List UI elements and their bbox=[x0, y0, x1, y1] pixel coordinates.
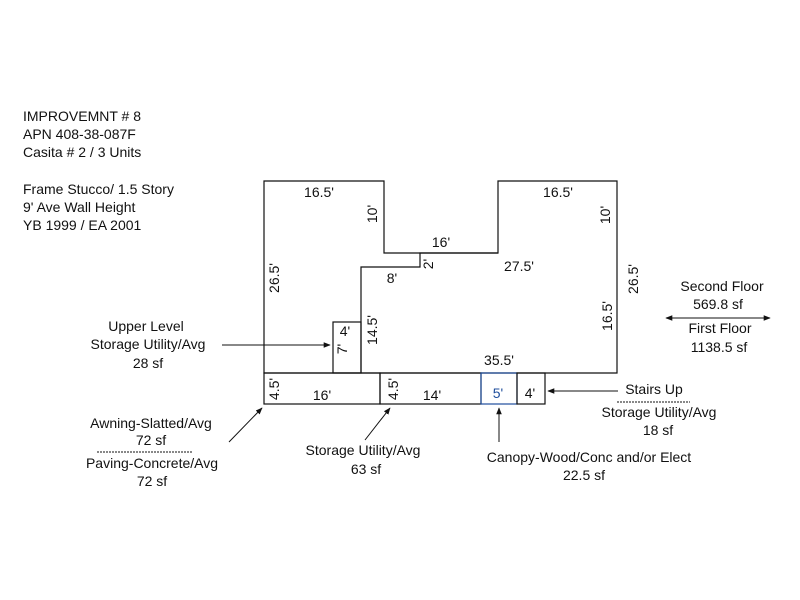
stairs-storage-area: 18 sf bbox=[643, 422, 673, 438]
dim-storage-utility-width: 14' bbox=[423, 387, 441, 403]
dim-storage-depth: 7' bbox=[334, 344, 350, 354]
first-floor-area: 1138.5 sf bbox=[691, 339, 748, 355]
dim-right-height-lower: 16.5' bbox=[599, 301, 615, 331]
dim-top-right-width: 16.5' bbox=[543, 184, 573, 200]
dim-stairs-width: 4' bbox=[525, 385, 535, 401]
storage-area: 63 sf bbox=[351, 461, 381, 477]
paving-area: 72 sf bbox=[137, 473, 167, 489]
second-floor-label: Second Floor bbox=[680, 278, 764, 294]
dim-awning-width: 16' bbox=[313, 387, 331, 403]
upper-storage-type: Storage Utility/Avg bbox=[91, 336, 206, 352]
dim-mid-run: 27.5' bbox=[504, 258, 534, 274]
storage-leader bbox=[364, 407, 391, 441]
apn-number: APN 408-38-087F bbox=[23, 126, 136, 142]
dim-left-height: 26.5' bbox=[266, 263, 282, 293]
construction-type: Frame Stucco/ 1.5 Story bbox=[23, 181, 174, 197]
stairs-label: Stairs Up bbox=[625, 381, 683, 397]
improvement-number: IMPROVEMNT # 8 bbox=[23, 108, 141, 124]
second-floor-line bbox=[360, 252, 498, 373]
dim-canopy-width: 5' bbox=[493, 385, 503, 401]
dim-top-left-width: 16.5' bbox=[304, 184, 334, 200]
main-building-outline bbox=[263, 180, 618, 374]
awning-label: Awning-Slatted/Avg bbox=[90, 415, 212, 431]
upper-storage-title: Upper Level bbox=[108, 318, 184, 334]
storage-label: Storage Utility/Avg bbox=[306, 442, 421, 458]
stairs-box bbox=[516, 372, 546, 405]
dim-inner-run: 8' bbox=[387, 270, 397, 286]
dim-right-height-upper: 26.5' bbox=[625, 264, 641, 294]
upper-storage-area: 28 sf bbox=[133, 355, 163, 371]
dim-left-notch-depth: 10' bbox=[364, 205, 380, 223]
dim-storage-utility-depth: 4.5' bbox=[385, 378, 401, 400]
dim-bottom-run: 35.5' bbox=[484, 352, 514, 368]
dim-storage-width: 4' bbox=[340, 323, 350, 339]
canopy-label: Canopy-Wood/Conc and/or Elect bbox=[487, 449, 692, 465]
dim-inner-height: 14.5' bbox=[364, 315, 380, 345]
awning-leader bbox=[228, 407, 263, 443]
first-floor-label: First Floor bbox=[689, 320, 752, 336]
dim-center-width: 16' bbox=[432, 234, 450, 250]
second-floor-area: 569.8 sf bbox=[693, 296, 743, 312]
dim-center-step: 2' bbox=[420, 259, 436, 269]
dim-right-notch-depth: 10' bbox=[597, 206, 613, 224]
dim-awning-depth: 4.5' bbox=[266, 378, 282, 400]
casita-units: Casita # 2 / 3 Units bbox=[23, 144, 142, 160]
canopy-area: 22.5 sf bbox=[563, 467, 605, 483]
stairs-storage-type: Storage Utility/Avg bbox=[602, 404, 717, 420]
paving-label: Paving-Concrete/Avg bbox=[86, 455, 218, 471]
awning-area: 72 sf bbox=[136, 432, 166, 448]
year-built: YB 1999 / EA 2001 bbox=[23, 217, 142, 233]
wall-height: 9' Ave Wall Height bbox=[23, 199, 136, 215]
